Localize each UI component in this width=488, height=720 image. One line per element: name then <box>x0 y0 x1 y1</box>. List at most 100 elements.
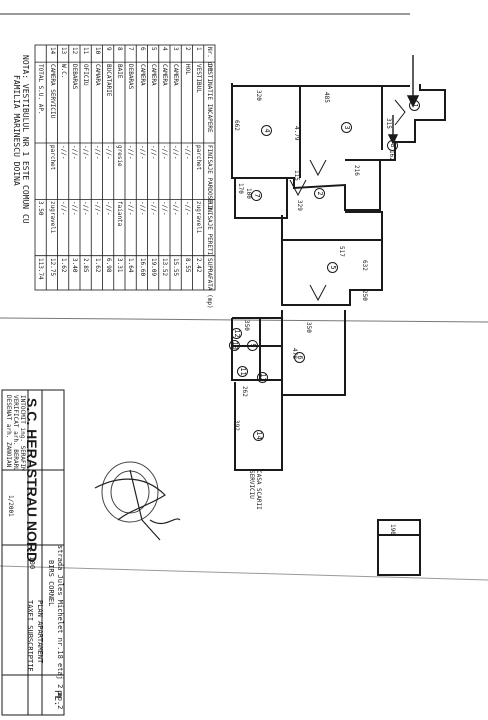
room-number-marker: 14 <box>253 430 264 441</box>
room-number-marker: 10 <box>229 340 240 351</box>
room-number-marker: 9 <box>247 340 258 351</box>
room-number-marker: 6 <box>294 352 305 363</box>
table-cell: 1 <box>194 47 202 51</box>
room-number-marker: 8 <box>387 140 398 151</box>
table-cell: 13.52 <box>161 257 168 276</box>
table-cell: -//- <box>172 201 180 216</box>
table-cell: 3.31 <box>116 257 123 273</box>
table-cell: -//- <box>59 145 67 160</box>
table-cell: -//- <box>183 145 191 160</box>
note-line-1: NOTA: VESTIBULUL NR 1 ESTE COMUN CU <box>21 55 30 224</box>
sheet-fold-line <box>0 565 488 581</box>
dimension-label: 4.79 <box>293 126 300 141</box>
table-cell: 2 <box>183 47 191 51</box>
drawing-date: 1/2001 <box>7 495 14 517</box>
table-cell: VESTIBUL <box>194 64 202 94</box>
dimension-label: 320 <box>255 90 262 101</box>
room-number-marker: 7 <box>251 190 262 201</box>
table-cell: HOL <box>183 64 191 75</box>
table-cell: -//- <box>82 145 90 160</box>
dimension-label: 329 <box>296 200 303 211</box>
dimension-label: 262 <box>241 386 248 397</box>
table-cell: -//- <box>149 145 157 160</box>
table-cell: 1.62 <box>59 257 67 273</box>
table-cell: 10 <box>93 47 101 55</box>
table-cell: OFICIU <box>82 64 90 86</box>
table-cell: DEBARAS <box>127 64 135 90</box>
title-roles: INTOCMIT ing. SERAFIM VERIFICAT arh. BER… <box>5 395 26 471</box>
table-cell: 2.85 <box>82 257 90 273</box>
dimension-label: 170 <box>237 183 244 194</box>
room-number-marker: 1 <box>409 100 420 111</box>
table-cell: 11 <box>82 47 90 55</box>
owner-name: BIRS CORNEL <box>47 560 55 607</box>
table-cell: -//- <box>127 201 135 216</box>
entry-arrow-icons <box>387 55 420 145</box>
table-cell: -//- <box>104 145 112 160</box>
table-note: NOTA: VESTIBULUL NR 1 ESTE COMUN CU FAMI… <box>12 55 30 224</box>
table-extra-value: 3.50 <box>37 201 45 216</box>
table-cell: -//- <box>161 201 168 216</box>
room-number-marker: 5 <box>327 262 338 273</box>
table-cell: -//- <box>149 201 157 216</box>
table-cell: -//- <box>104 201 112 216</box>
door-swing-marks <box>289 99 406 302</box>
table-cell: CAMARA <box>93 64 101 86</box>
table-cell: BUCATARIE <box>104 64 112 97</box>
dimension-label: 662 <box>233 120 240 131</box>
dimension-label: 162 <box>388 150 395 161</box>
dimension-label: 517 <box>338 246 345 257</box>
table-cell: -//- <box>82 201 90 216</box>
table-header-cell: DESTINATIE INCAPERE <box>206 64 213 133</box>
table-cell: 8 <box>116 47 123 51</box>
table-cell: zugraveli <box>194 201 202 234</box>
dimension-label: 250 <box>361 290 368 301</box>
room-number-marker: 12 <box>231 328 242 339</box>
table-cell: 3 <box>172 47 180 51</box>
table-cell: 6 <box>138 47 146 51</box>
table-cell: -//- <box>71 145 78 160</box>
floor-plan-walls <box>231 83 446 576</box>
role-row: INTOCMIT ing. SERAFIM <box>19 395 26 471</box>
company-name: S.C. HERASTRAU NORD <box>24 398 40 563</box>
table-cell: gresie <box>116 145 123 167</box>
table-cell: 19.09 <box>149 257 157 276</box>
table-cell: CAMERA <box>138 64 146 86</box>
handwritten-signature <box>94 469 181 541</box>
note-line-2: FAMILIA MARINESCU DOINA <box>12 75 21 186</box>
room-table-grid <box>34 44 216 291</box>
table-cell: W.C. <box>59 64 67 79</box>
room-number-marker: 4 <box>261 125 272 136</box>
dimension-label: 190 <box>389 524 396 535</box>
room-number-marker: 11 <box>237 366 248 377</box>
table-cell: faianta <box>116 201 123 227</box>
drawing-title: PLAN APARTAMENT <box>36 600 44 664</box>
dimension-label: 632 <box>361 260 368 271</box>
table-cell: 15.55 <box>172 257 180 276</box>
table-cell: 1.64 <box>127 257 135 273</box>
sign-label: TAXEI SUBSCRIPTIE <box>26 600 34 672</box>
table-cell: 1.62 <box>93 257 101 273</box>
table-cell: 3.40 <box>71 257 78 273</box>
table-cell: -//- <box>93 145 101 160</box>
table-cell: -//- <box>161 145 168 160</box>
dimension-label: 315 <box>385 118 392 129</box>
stair-label: CASA SCARII SERVICIU <box>248 470 262 510</box>
table-cell: parchet <box>194 145 202 171</box>
dimension-label: 392 <box>233 420 240 431</box>
table-cell: 4 <box>161 47 168 51</box>
table-total-label: TOTAL S.U. AP. <box>37 64 45 115</box>
table-cell: 5 <box>149 47 157 51</box>
table-cell: 12.75 <box>48 257 56 276</box>
table-cell: 9 <box>104 47 112 51</box>
table-cell: CAMERA <box>161 64 168 86</box>
dimension-label: 115 <box>293 170 300 181</box>
role-row: VERIFICAT arh. BERARU <box>12 395 19 471</box>
room-number-marker: 3 <box>341 122 352 133</box>
table-cell: 16.60 <box>138 257 146 276</box>
table-cell: -//- <box>127 145 135 160</box>
table-cell: -//- <box>93 201 101 216</box>
table-cell: 2.42 <box>194 257 202 273</box>
sheet-fold-line <box>0 317 488 323</box>
